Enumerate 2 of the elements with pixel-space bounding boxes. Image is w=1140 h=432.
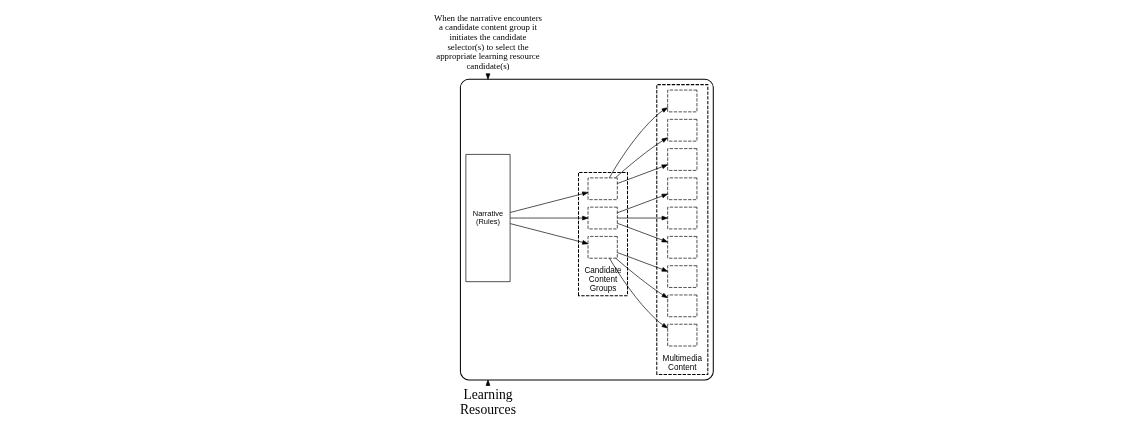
node-text: Learning Resources <box>460 387 516 418</box>
node-text: When the narrative encounters a candidate content group it initiates the candidate selector(s) to select the appropriate learning resource candidate(s) <box>433 12 543 71</box>
